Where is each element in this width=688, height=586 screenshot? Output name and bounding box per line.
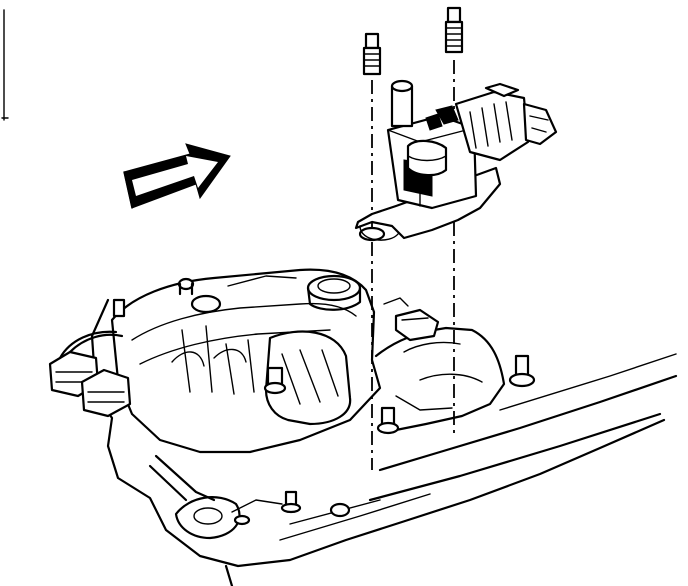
page-edge-marks (1, 9, 9, 121)
lower-manifold-right (374, 326, 506, 432)
sensor-connector-icon (383, 297, 440, 342)
direction-arrow-icon (123, 143, 231, 209)
intake-manifold-icon (110, 268, 382, 454)
ignition-coil-icon (354, 79, 558, 242)
mounting-stud-icon (112, 298, 536, 518)
throttle-bracket (148, 454, 283, 540)
electrical-connector-icon (48, 330, 132, 418)
coil-mounting-bolt-icon (362, 6, 464, 76)
